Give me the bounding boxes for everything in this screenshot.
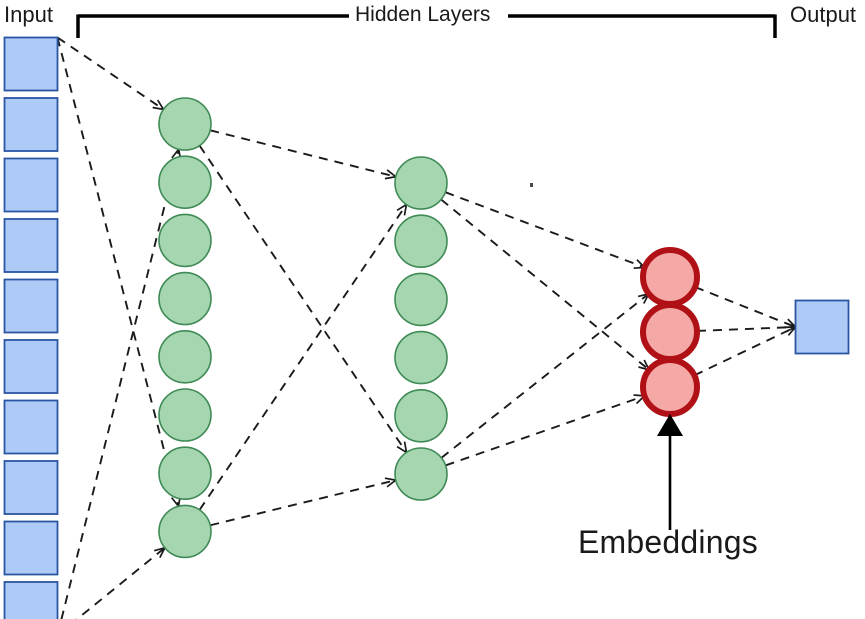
- hidden-layer-1-node-4: [158, 271, 212, 326]
- input-layer-node-7: [3, 399, 59, 455]
- conn-hidden2-to-embeddings-0-1: [440, 198, 650, 371]
- input-layer-node-10: [3, 581, 59, 619]
- conn-embeddings-to-output-0: [694, 286, 796, 328]
- hidden-layer-1-node-5: [158, 329, 212, 384]
- hidden-layer-1-node-6: [158, 388, 212, 442]
- hidden-layer-1-node-7: [158, 446, 212, 501]
- connection-arrowhead: [396, 202, 408, 216]
- hidden-layer-1-node-2: [158, 155, 212, 209]
- embedding-layer-node-3: [640, 357, 700, 417]
- input-layer-node-1: [3, 36, 59, 92]
- hidden-layer-2-node-2: [394, 214, 448, 268]
- conn-hidden2-to-embeddings-1-0: [440, 293, 650, 459]
- input-layer-node-9: [3, 520, 59, 576]
- input-layer-node-2: [3, 97, 59, 152]
- conn-input-to-hidden1-1-1: [75, 547, 166, 619]
- conn-embeddings-to-output-1: [696, 326, 796, 332]
- embeddings-arrow-head: [657, 414, 683, 436]
- input-label: Input: [4, 2, 53, 27]
- hidden-layer-2-node-1: [394, 156, 448, 210]
- embedding-layer-node-2: [640, 302, 700, 362]
- conn-hidden2-to-embeddings-1-1: [445, 395, 645, 467]
- stray-mark: [530, 183, 533, 187]
- output-layer-node-1: [794, 299, 850, 355]
- hidden-layer-2-node-5: [394, 388, 448, 443]
- input-layer-node-6: [3, 339, 59, 394]
- embeddings-label: Embeddings: [578, 524, 758, 560]
- input-layer-node-8: [3, 460, 59, 515]
- hidden-layer-2-node-4: [394, 330, 448, 385]
- hidden-layer-2-node-6: [394, 447, 448, 501]
- input-layer-node-3: [3, 157, 59, 213]
- conn-hidden1-to-hidden2-0-1: [198, 145, 408, 453]
- conn-embeddings-to-output-2: [693, 326, 796, 377]
- connections-group: [56, 36, 798, 619]
- input-layer-node-5: [3, 278, 59, 334]
- output-label: Output: [790, 2, 857, 27]
- embedding-layer-node-1: [640, 247, 700, 307]
- conn-input-to-hidden1-0-1: [56, 37, 180, 507]
- conn-hidden1-to-hidden2-1-0: [198, 203, 408, 511]
- conn-input-to-hidden1-0-0: [56, 36, 165, 111]
- hidden-layer-2-node-3: [394, 272, 448, 327]
- hidden-layer-1-node-8: [158, 504, 212, 559]
- connection-arrowhead: [396, 441, 408, 455]
- hidden-layers-label: Hidden Layers: [352, 3, 494, 27]
- nodes-group: [3, 36, 850, 619]
- conn-hidden2-to-embeddings-0-0: [444, 191, 646, 269]
- hidden-layer-1-node-1: [158, 97, 212, 151]
- embeddings-pointer: [657, 414, 683, 530]
- conn-input-to-hidden1-1-0: [60, 148, 180, 619]
- conn-hidden1-to-hidden2-1-1: [210, 479, 396, 527]
- hidden-layer-1-node-3: [158, 213, 212, 268]
- conn-hidden1-to-hidden2-0-0: [209, 129, 397, 178]
- hidden-layers-bracket: [76, 14, 777, 38]
- input-layer-node-4: [3, 218, 59, 273]
